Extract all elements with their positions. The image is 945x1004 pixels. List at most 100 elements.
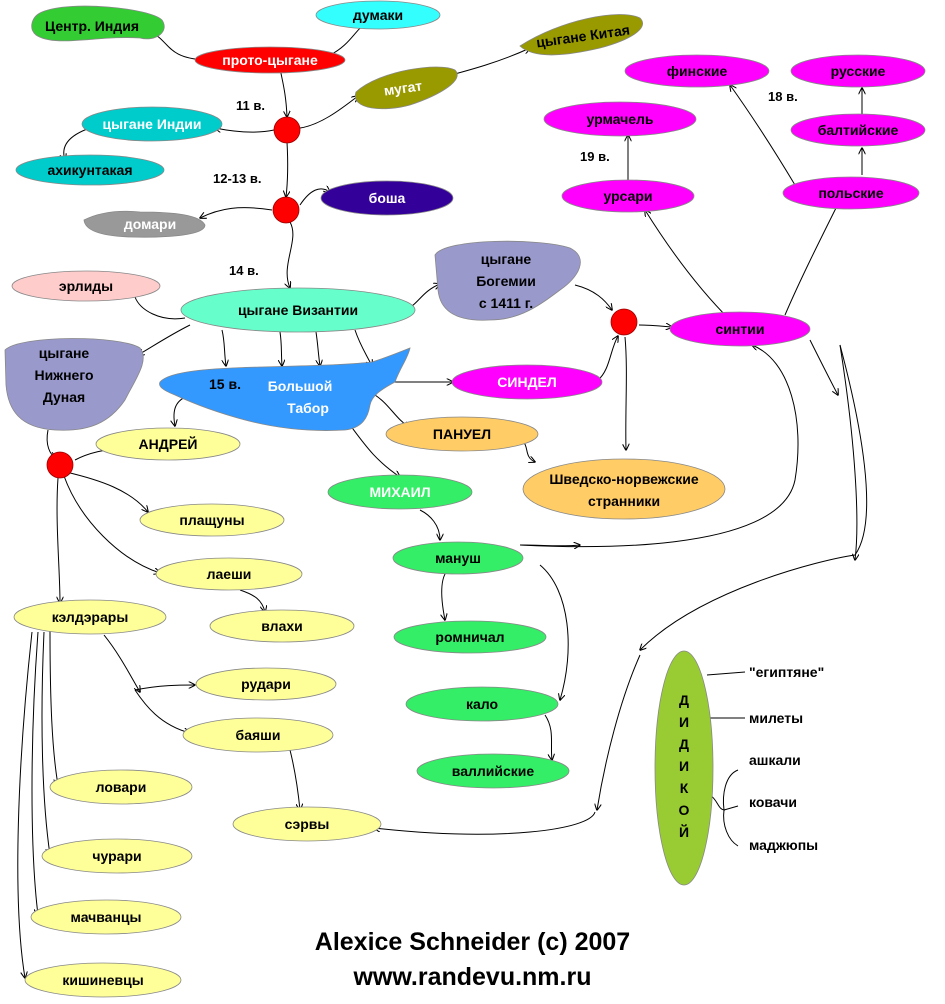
node-china-gypsies: цыгане Китая — [519, 14, 643, 56]
group-label-egyptians: "египтяне" — [749, 664, 824, 680]
connectors — [17, 22, 868, 978]
node-machvantsy: мачванцы — [30, 899, 182, 935]
svg-text:ПАНУЕЛ: ПАНУЕЛ — [433, 426, 491, 442]
node-panuel: ПАНУЕЛ — [385, 416, 539, 452]
node-lovari: ловари — [49, 769, 193, 805]
node-servy: сэрвы — [232, 806, 382, 842]
svg-text:лаеши: лаеши — [207, 566, 252, 582]
svg-text:урмачель: урмачель — [587, 111, 654, 127]
svg-text:влахи: влахи — [261, 618, 303, 634]
svg-text:СИНДЕЛ: СИНДЕЛ — [497, 374, 556, 390]
svg-text:кишиневцы: кишиневцы — [62, 972, 143, 988]
node-dumaki: думаки — [315, 0, 441, 30]
svg-text:кало: кало — [466, 696, 498, 712]
junction-dot — [273, 116, 301, 144]
junction-dots — [46, 116, 638, 479]
svg-text:мугат: мугат — [383, 77, 423, 98]
svg-text:чурари: чурари — [92, 848, 141, 864]
svg-text:валлийские: валлийские — [452, 763, 535, 779]
junction-dot — [46, 451, 74, 479]
svg-text:Центр. Индия: Центр. Индия — [45, 18, 139, 34]
svg-text:с 1411 г.: с 1411 г. — [479, 295, 533, 311]
node-erlidy: эрлиды — [11, 270, 161, 302]
node-sindel: СИНДЕЛ — [451, 364, 603, 400]
svg-text:цыгане Индии: цыгане Индии — [103, 116, 202, 132]
century-label-19: 19 в. — [580, 149, 610, 164]
svg-text:сэрвы: сэрвы — [285, 816, 330, 832]
svg-text:думаки: думаки — [353, 7, 403, 23]
svg-text:цыгане: цыгане — [481, 251, 532, 267]
node-bayashi: баяши — [182, 717, 334, 753]
svg-text:ловари: ловари — [96, 779, 147, 795]
node-baltic: балтийские — [790, 113, 926, 147]
node-domari: домари — [83, 210, 206, 238]
node-central-india: Центр. Индия — [31, 5, 165, 42]
svg-text:мануш: мануш — [435, 550, 481, 566]
node-ahikuntakaya: ахикунтакая — [15, 154, 165, 186]
node-mugat: мугат — [355, 66, 458, 110]
century-label-14: 14 в. — [229, 263, 259, 278]
node-bosha: боша — [320, 180, 454, 216]
node-india-gypsies: цыгане Индии — [81, 106, 223, 142]
svg-text:ромничал: ромничал — [435, 629, 504, 645]
node-romnichal: ромничал — [393, 620, 547, 654]
svg-text:рудари: рудари — [241, 676, 291, 692]
node-bohemia-gypsies: цыгане Богемии с 1411 г. — [434, 240, 581, 321]
svg-text:15 в.: 15 в. — [209, 376, 241, 392]
svg-text:Дуная: Дуная — [43, 389, 85, 405]
svg-text:финские: финские — [667, 63, 728, 79]
node-sinti: синтии — [669, 311, 811, 347]
group-label-milety: милеты — [749, 710, 803, 726]
node-finnish: финские — [624, 54, 770, 88]
node-urmachel: урмачель — [543, 101, 697, 137]
group-label-kovachi: ковачи — [749, 794, 797, 810]
node-swedish-norwegian: Шведско-норвежские странники — [522, 458, 726, 520]
century-label-18: 18 в. — [768, 89, 798, 104]
svg-text:И: И — [679, 758, 689, 774]
junction-dot — [272, 196, 300, 224]
svg-text:русские: русские — [831, 63, 886, 79]
node-kishinevtsy: кишиневцы — [24, 962, 182, 998]
node-didikoi: Д И Д И К О Й — [654, 650, 714, 886]
node-churari: чурари — [41, 838, 193, 874]
node-laeshi: лаеши — [155, 557, 303, 591]
svg-text:прото-цыгане: прото-цыгане — [222, 52, 318, 68]
node-byzantium-gypsies: цыгане Византии — [180, 287, 416, 333]
svg-text:Большой: Большой — [268, 378, 333, 394]
svg-text:ахикунтакая: ахикунтакая — [47, 162, 132, 178]
svg-text:цыгане Византии: цыгане Византии — [238, 302, 358, 318]
node-polish: польские — [782, 176, 920, 210]
svg-text:О: О — [679, 802, 690, 818]
century-label-12-13: 12-13 в. — [213, 171, 261, 186]
node-vlahi: влахи — [209, 609, 355, 643]
svg-text:цыгане: цыгане — [39, 345, 90, 361]
svg-text:польские: польские — [818, 185, 884, 201]
node-plashchuny: плащуны — [139, 503, 285, 537]
svg-text:урсари: урсари — [603, 188, 652, 204]
svg-text:МИХАИЛ: МИХАИЛ — [369, 484, 430, 500]
node-welsh: валлийские — [416, 753, 570, 789]
svg-text:Богемии: Богемии — [476, 273, 536, 289]
svg-text:Й: Й — [679, 823, 689, 840]
footer-author: Alexice Schneider (c) 2007 — [314, 928, 631, 956]
svg-text:домари: домари — [124, 216, 176, 232]
node-russian: русские — [790, 54, 926, 88]
svg-text:боша: боша — [369, 190, 406, 206]
svg-text:Табор: Табор — [287, 400, 329, 416]
svg-text:синтии: синтии — [716, 321, 765, 337]
svg-text:балтийские: балтийские — [818, 122, 899, 138]
node-proto-gypsies: прото-цыгане — [194, 46, 346, 74]
node-andrei: АНДРЕЙ — [95, 427, 241, 461]
node-kelderary: кэлдэрары — [13, 599, 167, 635]
svg-text:АНДРЕЙ: АНДРЕЙ — [139, 435, 198, 452]
group-label-madzhyupy: маджюпы — [749, 837, 818, 853]
century-label-11: 11 в. — [236, 98, 265, 113]
node-ursari: урсари — [561, 179, 695, 213]
node-rudari: рудари — [195, 667, 337, 701]
svg-text:Нижнего: Нижнего — [34, 367, 93, 383]
node-kalo: кало — [405, 686, 559, 722]
node-big-tabor: 15 в. Большой Табор — [159, 347, 411, 431]
svg-text:Д: Д — [679, 692, 689, 708]
svg-text:Д: Д — [679, 736, 689, 752]
